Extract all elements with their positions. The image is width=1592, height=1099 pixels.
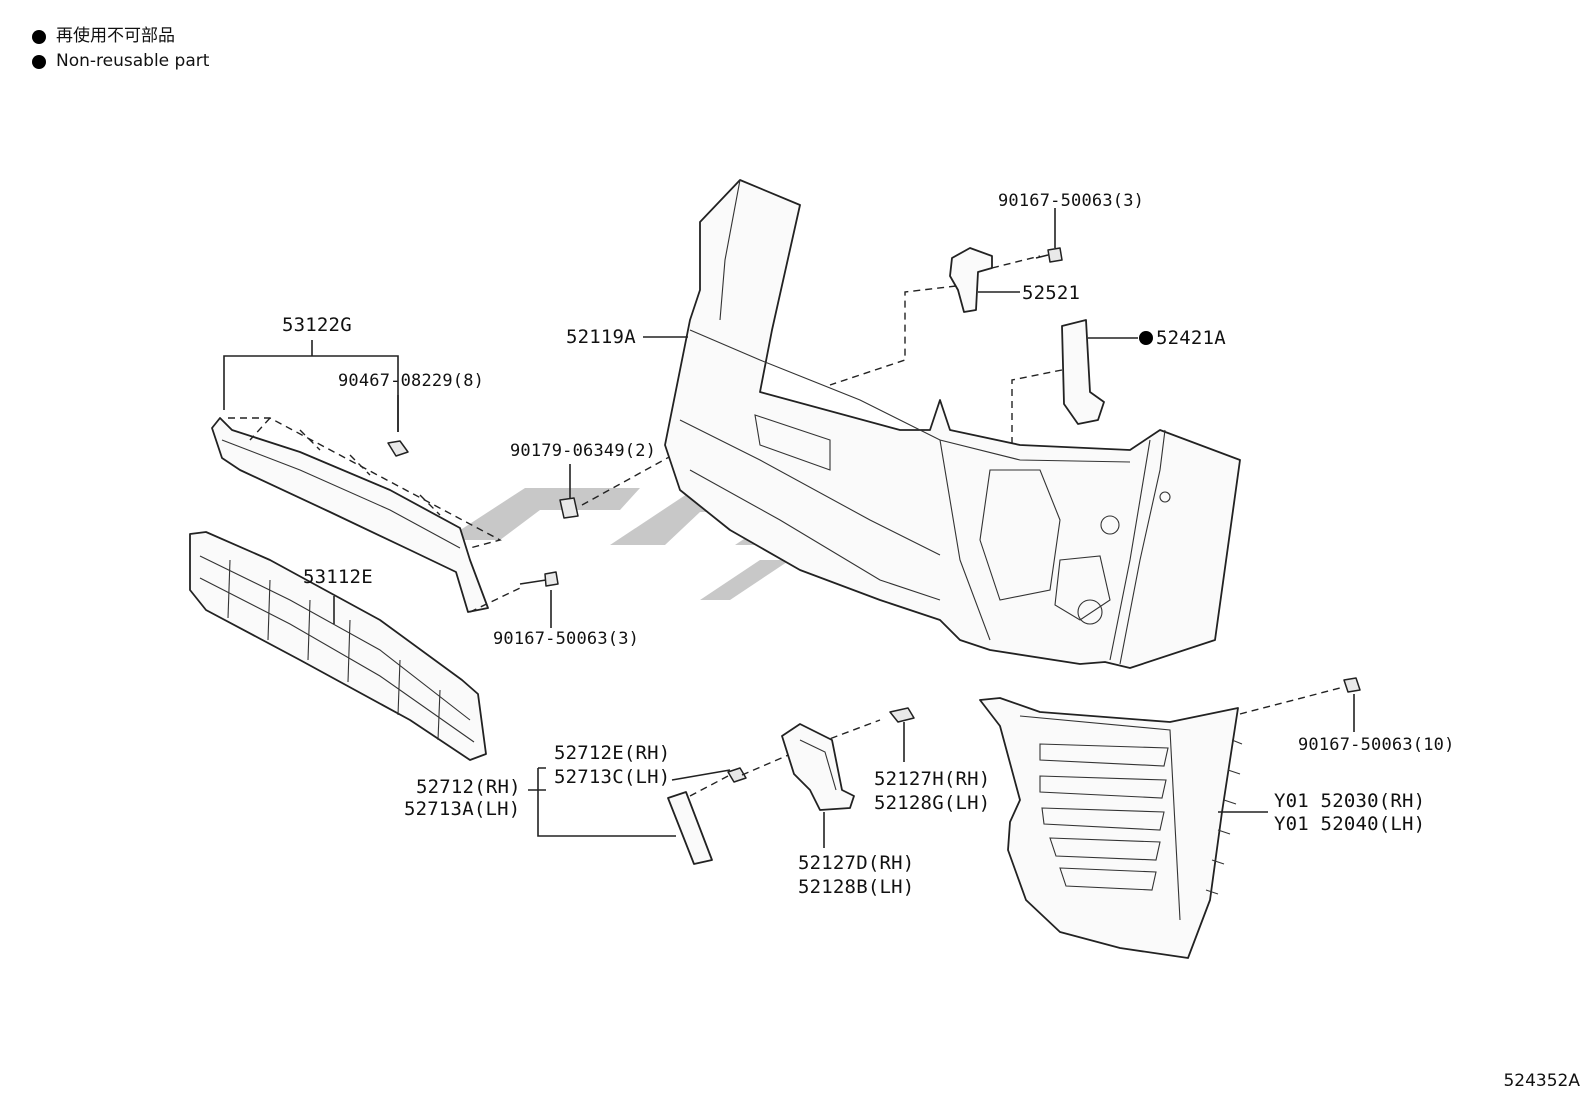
part-52421A-spacer xyxy=(1061,319,1105,425)
label-52421A: 52421A xyxy=(1156,327,1226,349)
non-reusable-dot-52421A xyxy=(1139,331,1153,345)
part-52712E-clip xyxy=(727,767,747,783)
label-52712E-RH: 52712E(RH) xyxy=(554,742,671,764)
part-52127H-clip xyxy=(889,707,915,723)
leader-53122G xyxy=(223,355,399,432)
dash-Y01 xyxy=(1239,687,1341,715)
label-52127D-RH: 52127D(RH) xyxy=(798,852,915,874)
legend: 再使用不可部品 Non-reusable part xyxy=(32,24,209,74)
dash-52712-clip xyxy=(689,775,729,797)
part-Y01-side-grille xyxy=(979,697,1243,959)
label-52127H-RH: 52127H(RH) xyxy=(874,768,991,790)
legend-row-en: Non-reusable part xyxy=(32,49,209,74)
dash-52521-b xyxy=(829,285,957,386)
dash-screw-a xyxy=(469,587,521,613)
dash-52421A xyxy=(1011,369,1063,445)
label-90467-08229: 90467-08229(8) xyxy=(338,371,485,391)
dash-52521 xyxy=(991,255,1041,269)
diagram-code: 524352A xyxy=(1503,1071,1580,1091)
part-53122G-moulding xyxy=(211,417,502,613)
legend-dot-icon xyxy=(32,29,46,44)
part-screw-90167-50063-b xyxy=(1035,247,1063,263)
label-Y01-52030-RH: Y01 52030(RH) xyxy=(1274,790,1426,812)
label-52713A-LH: 52713A(LH) xyxy=(404,798,521,820)
label-90167-50063-c: 90167-50063(10) xyxy=(1298,735,1455,755)
part-nut-90179-06349 xyxy=(559,497,579,519)
label-53122G: 53122G xyxy=(282,314,352,336)
leader-52712 xyxy=(528,767,676,837)
part-52119A-bumper-frame xyxy=(664,179,1241,669)
label-90167-50063-b: 90167-50063(3) xyxy=(998,191,1145,211)
label-52712-RH: 52712(RH) xyxy=(416,776,521,798)
part-screw-90167-50063-c xyxy=(1343,677,1361,693)
label-90179-06349: 90179-06349(2) xyxy=(510,441,657,461)
label-90167-50063-a: 90167-50063(3) xyxy=(493,629,640,649)
part-53112E-grille xyxy=(189,531,487,761)
label-52521: 52521 xyxy=(1022,282,1081,304)
legend-dot-icon xyxy=(32,54,46,69)
part-screw-90167-50063-a xyxy=(519,571,559,587)
legend-text-en: Non-reusable part xyxy=(56,51,210,71)
label-52128B-LH: 52128B(LH) xyxy=(798,876,915,898)
label-Y01-52040-LH: Y01 52040(LH) xyxy=(1274,813,1426,835)
part-52127D-bracket xyxy=(781,723,855,811)
label-53112E: 53112E xyxy=(303,566,373,588)
label-52713C-LH: 52713C(LH) xyxy=(554,766,671,788)
legend-row-jp: 再使用不可部品 xyxy=(32,24,209,49)
label-52128G-LH: 52128G(LH) xyxy=(874,792,991,814)
part-52712-moulding xyxy=(667,791,713,865)
part-52521-bracket xyxy=(949,247,993,313)
label-52119A: 52119A xyxy=(566,326,636,348)
leader-52712E xyxy=(671,769,731,781)
part-90467-08229-clip xyxy=(387,440,409,457)
legend-text-jp: 再使用不可部品 xyxy=(56,26,175,46)
